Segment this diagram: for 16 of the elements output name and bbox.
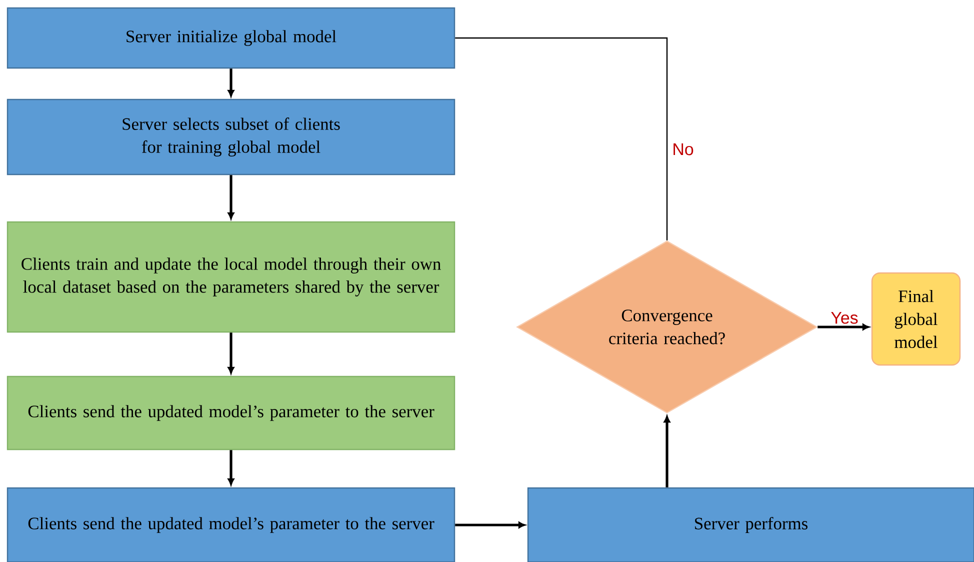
arrow [818, 324, 870, 330]
arrow [455, 522, 526, 528]
arrow [228, 68, 234, 97]
edge-label: No [674, 143, 694, 156]
terminal-box: Final global model [871, 272, 961, 366]
process-box: Clients send the updated model’s parameter to the server [6, 376, 456, 450]
process-box: Server performs [527, 487, 974, 562]
process-box: Clients train and update the local model through their own local dataset based on the parameters shared by the server [6, 221, 456, 333]
arrow [228, 175, 234, 220]
process-box: Clients send the updated model’s parameter to the server [6, 487, 456, 562]
arrow [228, 332, 234, 374]
process-box: Server selects subset of clients for training global model [6, 98, 456, 176]
arrow [664, 416, 670, 488]
arrow [228, 450, 234, 486]
process-box: Server initialize global model [6, 7, 456, 69]
edge-label: Yes [831, 312, 858, 324]
